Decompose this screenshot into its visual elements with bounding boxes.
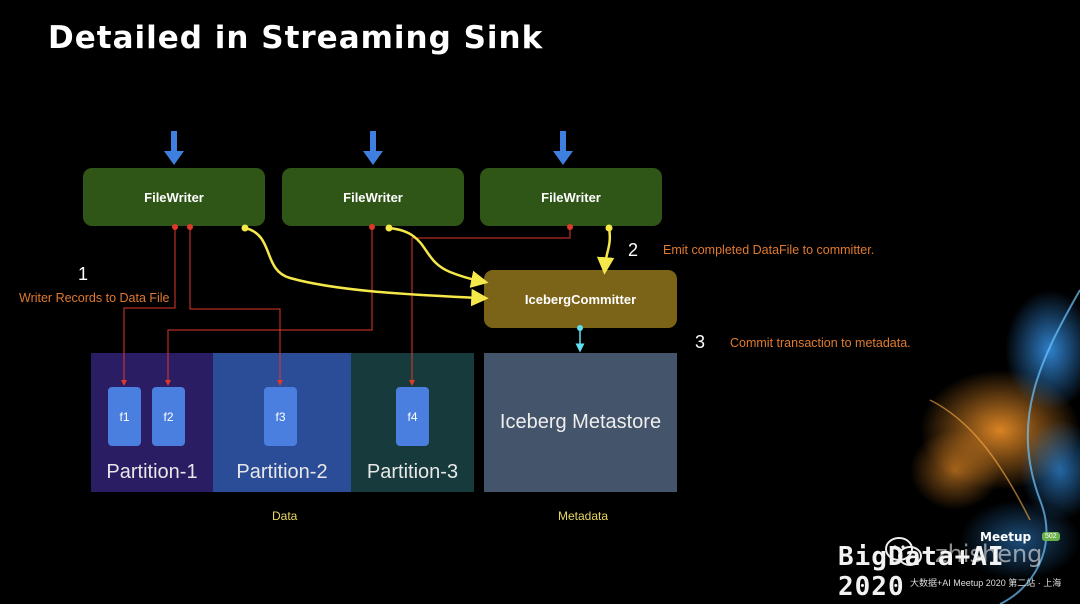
metadata-caption: Metadata [558, 509, 609, 523]
event-brand: BigData+AI 2020 [838, 542, 1005, 602]
step-1-text: Writer Records to Data File [19, 291, 170, 305]
data-file-f2: f2 [152, 387, 185, 446]
down-arrow-icon [553, 131, 573, 165]
slide-title: Detailed in Streaming Sink [48, 20, 544, 56]
step-1-number: 1 [78, 264, 89, 284]
step-2-number: 2 [628, 240, 639, 260]
step-2-text: Emit completed DataFile to committer. [663, 243, 875, 257]
down-arrow-icon [164, 131, 184, 165]
wechat-icon [885, 537, 922, 566]
data-file-f1: f1 [108, 387, 141, 446]
file-writer-2: FileWriter [282, 168, 464, 226]
meetup-logo: Meetup [980, 530, 1032, 544]
step-3-number: 3 [695, 332, 706, 352]
iceberg-committer: IcebergCommitter [484, 270, 677, 328]
partition-label: Partition-1 [106, 461, 198, 483]
file-writer-1: FileWriter [83, 168, 265, 226]
data-caption: Data [272, 509, 298, 523]
event-subtitle: 大数据+AI Meetup 2020 第二站 · 上海 [910, 578, 1062, 588]
partition-label: Partition-3 [366, 461, 459, 483]
data-file-f3: f3 [264, 387, 297, 446]
iceberg-metastore: Iceberg Metastore [484, 353, 677, 492]
file-writer-3: FileWriter [480, 168, 662, 226]
down-arrow-icon [363, 131, 383, 165]
meetup-badge: 502 [1042, 532, 1060, 541]
partition-label: Partition-2 [236, 461, 328, 483]
step-3-text: Commit transaction to metadata. [730, 336, 911, 350]
data-file-f4: f4 [396, 387, 429, 446]
watermark: zhisheng [935, 540, 1043, 568]
